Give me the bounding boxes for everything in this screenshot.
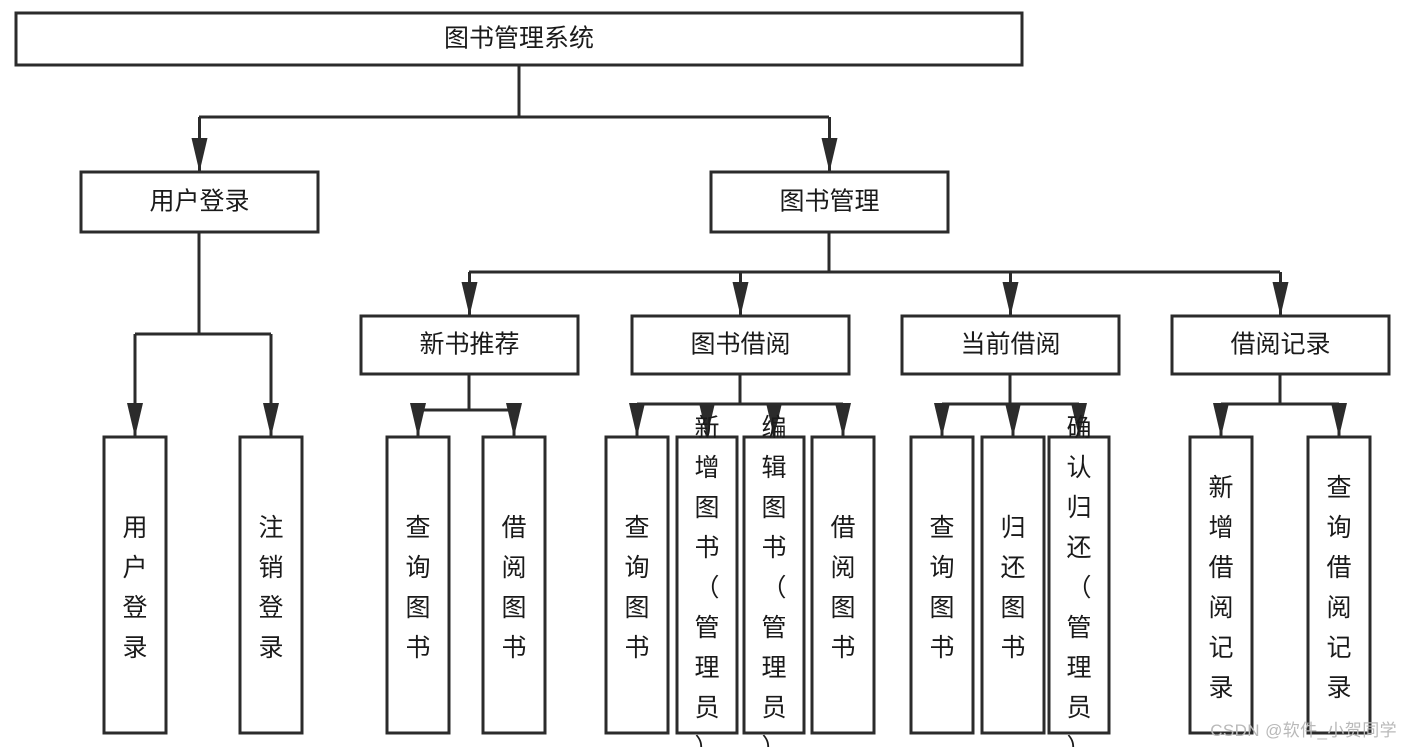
node-box[interactable] (1047, 435, 1111, 735)
node-label: 新增图书（管理员） (694, 414, 719, 747)
node-label: 查询图书 (405, 514, 430, 662)
node-user-login[interactable]: 用户登录 (79, 170, 320, 234)
node-leaf-confirm-return[interactable]: 确认归还（管理员） (1047, 414, 1111, 747)
node-box[interactable] (909, 435, 975, 735)
arrow-head-icon (263, 403, 279, 437)
node-box[interactable] (14, 11, 1024, 67)
arrow-head-icon (821, 138, 838, 172)
node-leaf-add-book[interactable]: 新增图书（管理员） (675, 414, 739, 747)
arrow-head-icon (1071, 403, 1087, 437)
node-leaf-user-login[interactable]: 用户登录 (102, 435, 168, 735)
node-box[interactable] (630, 314, 851, 376)
node-leaf-query-book-3[interactable]: 查询图书 (909, 435, 975, 735)
node-box[interactable] (1188, 435, 1254, 735)
arrow-head-icon (1213, 403, 1229, 437)
node-box[interactable] (810, 435, 876, 735)
arrow-head-icon (506, 403, 522, 437)
node-label: 图书管理 (779, 188, 879, 216)
node-label: 注销登录 (258, 514, 283, 662)
node-box[interactable] (102, 435, 168, 735)
node-label: 当前借阅 (960, 331, 1060, 359)
node-label: 查询图书 (929, 514, 954, 662)
node-box[interactable] (238, 435, 304, 735)
node-new-book-rec[interactable]: 新书推荐 (359, 314, 580, 376)
arrow-head-icon (461, 282, 478, 316)
node-leaf-borrow-book-1[interactable]: 借阅图书 (481, 435, 547, 735)
node-label: 查询借阅记录 (1326, 474, 1351, 702)
node-box[interactable] (709, 170, 950, 234)
node-leaf-query-record[interactable]: 查询借阅记录 (1306, 435, 1372, 735)
arrow-head-icon (410, 403, 426, 437)
node-label: 归还图书 (1000, 514, 1025, 662)
node-box[interactable] (900, 314, 1121, 376)
arrow-head-icon (766, 403, 782, 437)
node-leaf-edit-book[interactable]: 编辑图书（管理员） (742, 414, 806, 747)
node-box[interactable] (1170, 314, 1391, 376)
node-label: 确认归还（管理员） (1066, 414, 1091, 747)
node-box[interactable] (79, 170, 320, 234)
node-borrow-record[interactable]: 借阅记录 (1170, 314, 1391, 376)
node-label: 编辑图书（管理员） (761, 414, 786, 747)
node-box[interactable] (359, 314, 580, 376)
arrow-head-icon (1331, 403, 1347, 437)
arrow-head-icon (1272, 282, 1289, 316)
node-box[interactable] (742, 435, 806, 735)
arrow-head-icon (699, 403, 715, 437)
node-box[interactable] (675, 435, 739, 735)
arrow-head-icon (629, 403, 645, 437)
node-leaf-logout[interactable]: 注销登录 (238, 435, 304, 735)
node-label: 新书推荐 (419, 331, 519, 359)
arrow-head-icon (1002, 282, 1019, 316)
node-label: 图书管理系统 (444, 25, 594, 53)
node-box[interactable] (604, 435, 670, 735)
node-box[interactable] (1306, 435, 1372, 735)
node-box[interactable] (385, 435, 451, 735)
node-label: 图书借阅 (690, 331, 790, 359)
node-root[interactable]: 图书管理系统 (14, 11, 1024, 67)
arrow-head-icon (127, 403, 143, 437)
node-label: 用户登录 (122, 514, 147, 662)
node-leaf-add-record[interactable]: 新增借阅记录 (1188, 435, 1254, 735)
arrow-head-icon (1005, 403, 1021, 437)
arrow-head-icon (732, 282, 749, 316)
node-box[interactable] (980, 435, 1046, 735)
arrow-head-icon (191, 138, 208, 172)
node-book-manage[interactable]: 图书管理 (709, 170, 950, 234)
node-label: 用户登录 (149, 188, 249, 216)
connector-layer (127, 65, 1347, 437)
node-box[interactable] (481, 435, 547, 735)
arrow-head-icon (835, 403, 851, 437)
node-label: 借阅记录 (1230, 331, 1330, 359)
node-layer: 图书管理系统用户登录图书管理新书推荐图书借阅当前借阅借阅记录用户登录注销登录查询… (14, 11, 1391, 747)
node-leaf-borrow-book-2[interactable]: 借阅图书 (810, 435, 876, 735)
node-book-borrow[interactable]: 图书借阅 (630, 314, 851, 376)
node-leaf-return-book[interactable]: 归还图书 (980, 435, 1046, 735)
node-current-borrow[interactable]: 当前借阅 (900, 314, 1121, 376)
node-label: 借阅图书 (830, 514, 855, 662)
node-leaf-query-book-2[interactable]: 查询图书 (604, 435, 670, 735)
node-label: 查询图书 (624, 514, 649, 662)
node-leaf-query-book-1[interactable]: 查询图书 (385, 435, 451, 735)
node-label: 新增借阅记录 (1208, 474, 1233, 702)
arrow-head-icon (934, 403, 950, 437)
node-label: 借阅图书 (501, 514, 526, 662)
